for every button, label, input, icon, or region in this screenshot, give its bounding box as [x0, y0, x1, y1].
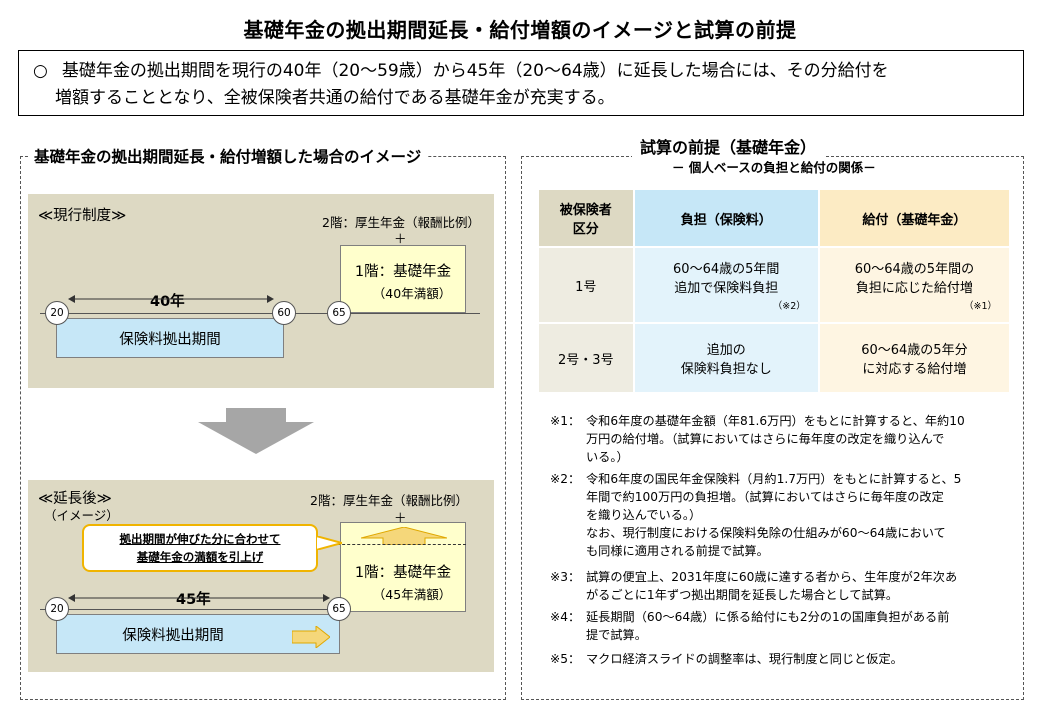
row1-burden: 60～64歳の5年間 追加で保険料負担 （※2） [632, 246, 820, 324]
note-1-text: 令和6年度の基礎年金額（年81.6万円）をもとに計算すると、年約10 万円の給付… [586, 412, 1016, 466]
current-tier1-name: 1階：基礎年金 [354, 264, 452, 280]
row1-benefit-line1: 60～64歳の5年間の [854, 262, 975, 277]
extended-years-arrow [68, 594, 330, 602]
old-max-dashed-line [322, 544, 466, 545]
extended-age-65: 65 [327, 597, 351, 621]
note-line: 試算の便宜上、2031年度に60歳に達する者から、生年度が2年次あ [586, 570, 958, 584]
header-category: 被保険者 区分 [537, 188, 635, 248]
note-2-text: 令和6年度の国民年金保険料（月約1.7万円）をもとに計算すると、5 年間で約10… [586, 470, 1016, 560]
note-3: ※3： 試算の便宜上、2031年度に60歳に達する者から、生年度が2年次あ がる… [550, 568, 1016, 604]
current-tier2-label: 2階：厚生年金（報酬比例） [322, 215, 480, 230]
extended-period-label: 保険料拠出期間 [122, 627, 224, 644]
row2-benefit-line2: に対応する給付増 [862, 362, 967, 377]
note-5-key: ※5： [550, 652, 581, 666]
row2-burden: 追加の 保険料負担なし [632, 322, 820, 394]
row1-burden-note: （※2） [772, 301, 806, 312]
row1-category: 1号 [537, 246, 635, 324]
extended-tier1-sub: （45年満額） [372, 587, 452, 602]
row1-benefit-line2: 負担に応じた給付増 [855, 281, 973, 296]
row2-category: 2号・3号 [537, 322, 635, 394]
left-panel-title: 基礎年金の拠出期間延長・給付増額した場合のイメージ [28, 145, 428, 167]
current-years-arrow [68, 295, 274, 303]
current-contribution-bar: 保険料拠出期間 [56, 318, 284, 358]
right-panel-title: 試算の前提（基礎年金） [632, 134, 825, 158]
note-1: ※1： 令和6年度の基礎年金額（年81.6万円）をもとに計算すると、年約10 万… [550, 412, 1016, 466]
intro-text-1: 基礎年金の拠出期間を現行の40年（20～59歳）から45年（20～64歳）に延長… [61, 61, 889, 81]
note-5: ※5： マクロ経済スライドの調整率は、現行制度と同じと仮定。 [550, 650, 1016, 668]
table-row: 1号 60～64歳の5年間 追加で保険料負担 （※2） 60～64歳の5年間の … [537, 246, 1012, 324]
extended-age-20: 20 [45, 597, 69, 621]
note-line: も同様に適用される前提で試算。 [586, 544, 769, 558]
current-period-label: 保険料拠出期間 [119, 331, 221, 348]
note-line: 令和6年度の基礎年金額（年81.6万円）をもとに計算すると、年約10 [586, 414, 965, 428]
page-title: 基礎年金の拠出期間延長・給付増額のイメージと試算の前提 [243, 18, 797, 42]
extension-right-arrow-icon [292, 626, 330, 648]
row2-burden-line2: 保険料負担なし [680, 362, 772, 377]
current-age-60: 60 [272, 301, 296, 325]
header-benefit: 給付（基礎年金） [817, 188, 1012, 248]
extended-years-label: 45年 [176, 592, 211, 608]
note-line: がるごとに1年ずつ拠出期間を延長した場合として試算。 [586, 588, 899, 602]
note-4-key: ※4： [550, 610, 581, 624]
row1-burden-line2: 追加で保険料負担 [674, 281, 779, 296]
extended-system-sublabel: （イメージ） [44, 508, 119, 523]
extended-system-label: ≪延長後≫ [38, 491, 112, 507]
note-3-text: 試算の便宜上、2031年度に60歳に達する者から、生年度が2年次あ がるごとに1… [586, 568, 1016, 604]
intro-text-2: 増額することとなり、全被保険者共通の給付である基礎年金が充実する。 [55, 88, 615, 108]
assumption-table: 被保険者 区分 負担（保険料） 給付（基礎年金） 1号 60～64歳の5年間 追… [537, 188, 1012, 394]
note-line: 提で試算。 [586, 628, 647, 642]
row2-benefit-line1: 60～64歳の5年分 [861, 343, 968, 358]
note-line: なお、現行制度における保険料免除の仕組みが60～64歳において [586, 526, 946, 540]
extended-tier2-label: 2階：厚生年金（報酬比例） [310, 493, 468, 508]
table-header-row: 被保険者 区分 負担（保険料） 給付（基礎年金） [537, 188, 1012, 248]
note-4-text: 延長期間（60～64歳）に係る給付にも2分の1の国庫負担がある前 提で試算。 [586, 608, 1016, 644]
extended-timeline [40, 609, 340, 610]
note-line: 万円の給付増。（試算においてはさらに毎年度の改定を織り込んで [586, 432, 945, 446]
note-5-text: マクロ経済スライドの調整率は、現行制度と同じと仮定。 [586, 650, 1016, 668]
current-age-20: 20 [45, 301, 69, 325]
current-system-label: ≪現行制度≫ [38, 208, 127, 224]
header-burden: 負担（保険料） [632, 188, 820, 248]
note-line: 令和6年度の国民年金保険料（月約1.7万円）をもとに計算すると、5 [586, 472, 962, 486]
note-line: を織り込んでいる。） [586, 508, 702, 522]
row1-benefit: 60～64歳の5年間の 負担に応じた給付増 （※1） [817, 246, 1012, 324]
table-row: 2号・3号 追加の 保険料負担なし 60～64歳の5年分 に対応する給付増 [537, 322, 1012, 394]
callout-pointer [316, 536, 342, 550]
current-timeline [40, 313, 480, 314]
note-line: いる。） [586, 450, 629, 464]
extended-tier1-box: 1階：基礎年金 （45年満額） [340, 522, 466, 612]
current-tier1-sub: （40年満額） [372, 286, 452, 301]
callout-line-2: 基礎年金の満額を引上げ [136, 550, 264, 564]
current-age-65: 65 [327, 301, 351, 325]
intro-line-1: ○ 基礎年金の拠出期間を現行の40年（20～59歳）から45年（20～64歳）に延… [33, 58, 1009, 85]
bullet-icon: ○ [33, 61, 48, 81]
callout-line-1: 拠出期間が伸びた分に合わせて [119, 532, 281, 546]
current-plus-sign: ＋ [394, 231, 407, 246]
raise-up-arrow-icon [361, 527, 447, 545]
note-line: 延長期間（60～64歳）に係る給付にも2分の1の国庫負担がある前 [586, 610, 950, 624]
increase-callout: 拠出期間が伸びた分に合わせて 基礎年金の満額を引上げ [82, 524, 318, 572]
row1-burden-line1: 60～64歳の5年間 [673, 262, 780, 277]
transition-down-arrow-icon [198, 408, 314, 454]
row2-burden-line1: 追加の [706, 343, 746, 358]
intro-box: ○ 基礎年金の拠出期間を現行の40年（20～59歳）から45年（20～64歳）に延… [18, 50, 1024, 116]
note-3-key: ※3： [550, 570, 581, 584]
note-1-key: ※1： [550, 414, 581, 428]
current-tier1-box: 1階：基礎年金 （40年満額） [340, 245, 466, 313]
note-4: ※4： 延長期間（60～64歳）に係る給付にも2分の1の国庫負担がある前 提で試… [550, 608, 1016, 644]
row1-benefit-note: （※1） [963, 301, 997, 312]
extended-tier1-name: 1階：基礎年金 [354, 565, 452, 581]
note-line: マクロ経済スライドの調整率は、現行制度と同じと仮定。 [586, 652, 903, 666]
right-panel-subtitle: － 個人ベースの負担と給付の関係－ [668, 157, 880, 176]
extended-plus-sign: ＋ [394, 510, 407, 525]
row2-benefit: 60～64歳の5年分 に対応する給付増 [817, 322, 1012, 394]
note-2: ※2： 令和6年度の国民年金保険料（月約1.7万円）をもとに計算すると、5 年間… [550, 470, 1016, 560]
current-years-label: 40年 [150, 294, 185, 310]
note-2-key: ※2： [550, 472, 581, 486]
note-line: 年間で約100万円の負担増。（試算においてはさらに毎年度の改定 [586, 490, 944, 504]
